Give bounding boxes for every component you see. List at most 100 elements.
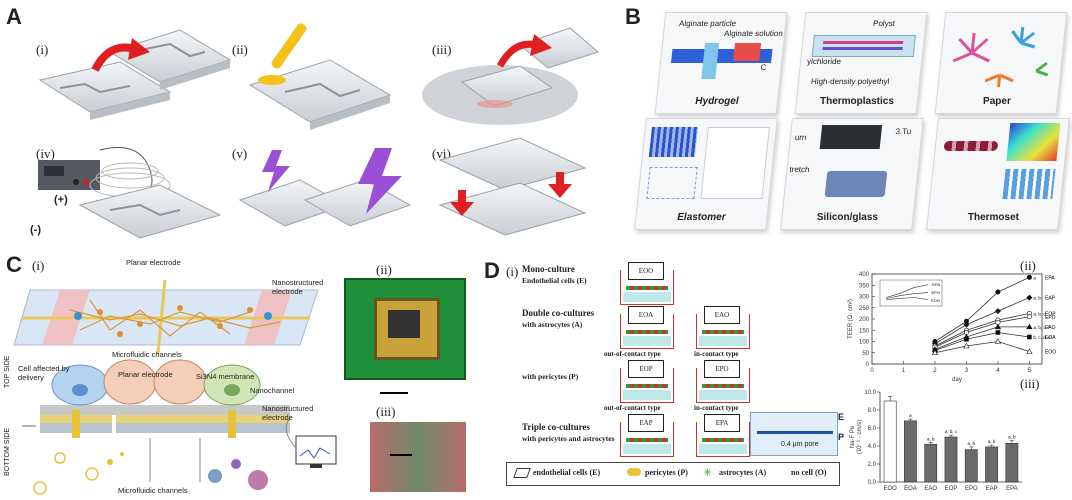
material-card-elastomer: Elastomer [634,118,778,230]
series-line-epo [934,316,1030,348]
panel-d-sub-iii: (iii) [1020,376,1040,391]
pcb-photo [344,278,466,380]
well-label: EPO [704,360,740,378]
nanostructured-electrode-top-label: Nanostructured electrode [272,278,324,296]
card-inner-label: High-density polyethyl [810,77,890,86]
mono-culture-title: Mono-culture [522,264,575,274]
thermoplastic-channel [822,47,903,50]
nanochannel-label: Nanochannel [250,386,295,395]
data-point [1026,314,1032,320]
legend-item: pericytes (P) [645,468,688,477]
panel-c-label: C [6,252,22,277]
panel-c-sub-ii: (ii) [376,262,392,277]
x-tick-label: EAP [986,486,998,492]
triple-culture-title: Triple co-cultures [522,422,590,432]
material-card-thermoplastics: Polyst ylchloride High-density polyethyl… [794,12,928,114]
x-tick-label: EOP [945,486,958,492]
series-annotation: a, b [1033,296,1041,301]
data-point [995,289,1001,295]
material-card-silicon-glass: urn 3.Tu tretch Silicon/glass [780,118,924,230]
legend-item: astrocytes (A) [719,468,767,477]
series-line-eoa [934,332,1030,351]
series-name-label: EAP [1045,296,1056,302]
pipette-icon [271,23,307,69]
data-point [931,349,939,356]
card-inner-label: Alginate solution [723,29,784,38]
triple-culture-sub: with pericytes and astrocytes [522,434,615,443]
planar-electrode-top-label: Planar electrode [126,258,181,267]
material-card-thermoset: Thermoset [926,118,1070,230]
y-tick-label: 50 [862,351,869,357]
step-iii-label: (iii) [432,42,452,57]
inset-e-label: E [838,412,845,422]
y-tick-label: 200 [859,317,870,323]
membrane-line [757,431,833,434]
y-tick-label: 350 [859,283,870,289]
panel-c-illustration [13,279,337,495]
in-contact-label: in-contact type [694,350,739,358]
panel-a-illustration [38,23,600,239]
card-caption: Thermoplastics [819,96,894,107]
bar-annotation: a, b, c [945,429,958,434]
monitor-icon [295,435,337,465]
bar-eoa [904,420,917,483]
bar-annotation: a, b [988,439,996,444]
legend-item: endothelial cells (E) [533,468,601,477]
cell-legend: endothelial cells (E) pericytes (P) ✳ as… [506,462,840,486]
series-annotation: b, c, d, e [1033,335,1051,340]
card-inner-label: tretch [789,165,810,174]
pore-label: 0.4 μm pore [781,441,819,448]
data-point [994,338,1002,344]
panel-c-sub-iii: (iii) [376,404,396,419]
bar-eap [985,446,998,483]
well-label: EOP [628,360,664,378]
thermoset-bars [1002,169,1056,199]
data-point [995,330,1001,335]
series-name-label: EPO [1045,315,1056,321]
x-tick-label: EOA [904,486,917,492]
y-tick-label: 0 [866,362,870,368]
data-point [963,342,970,349]
card-inner-label: Alginate particle [678,19,737,28]
hydrogel-particle [733,43,762,61]
chip-slab [248,59,392,130]
chip-slab [108,29,232,90]
series-line-eap [934,297,1030,345]
pericytes-sub: with pericytes (P) [522,372,579,381]
arrow-head-icon [128,38,150,60]
thermoset-droplets [943,141,999,151]
data-point [1026,348,1033,354]
y-tick-label: 250 [859,306,870,312]
thermoset-heatmap [1006,123,1061,161]
plus-terminal-label: (+) [54,194,68,206]
scale-bar [380,392,408,394]
inset-series-label: EOO [931,298,940,303]
data-point [964,336,969,342]
bar-annotation: a [909,413,912,418]
out-contact-label: out-of-contact type [604,350,661,358]
y-tick-label: 4.0 [868,444,877,450]
data-point [963,321,970,328]
step-v-label: (v) [232,146,248,161]
x-tick-label: 2 [933,368,937,374]
panel-d-sub-i: (i) [506,264,519,279]
stretch-device [819,125,883,149]
drop-icon [258,75,286,85]
bottom-side-label: BOTTOM SIDE [4,427,11,476]
cell-affected-label: Cell affected by delivery [18,364,70,382]
x-tick-label: 3 [965,368,969,374]
silicon-chip [824,171,888,197]
well-label: EPA [704,414,740,432]
y-tick-label: 2.0 [868,462,877,468]
data-point [994,323,1002,330]
press-arrow-icon [450,202,474,216]
elastomer-grid [700,127,770,199]
astrocyte-icon: ✳ [703,467,713,479]
card-caption: Thermoset [967,212,1019,223]
x-tick-label: EPA [1006,486,1018,492]
mono-culture-sub: Endothelial cells (E) [522,276,587,285]
double-culture-title: Double co-cultures [522,308,595,318]
y-axis-label-2: (10⁻⁶ · cm/s) [856,420,863,454]
inset-series-label: EPA [932,282,940,287]
paper-patterns [952,27,1049,87]
